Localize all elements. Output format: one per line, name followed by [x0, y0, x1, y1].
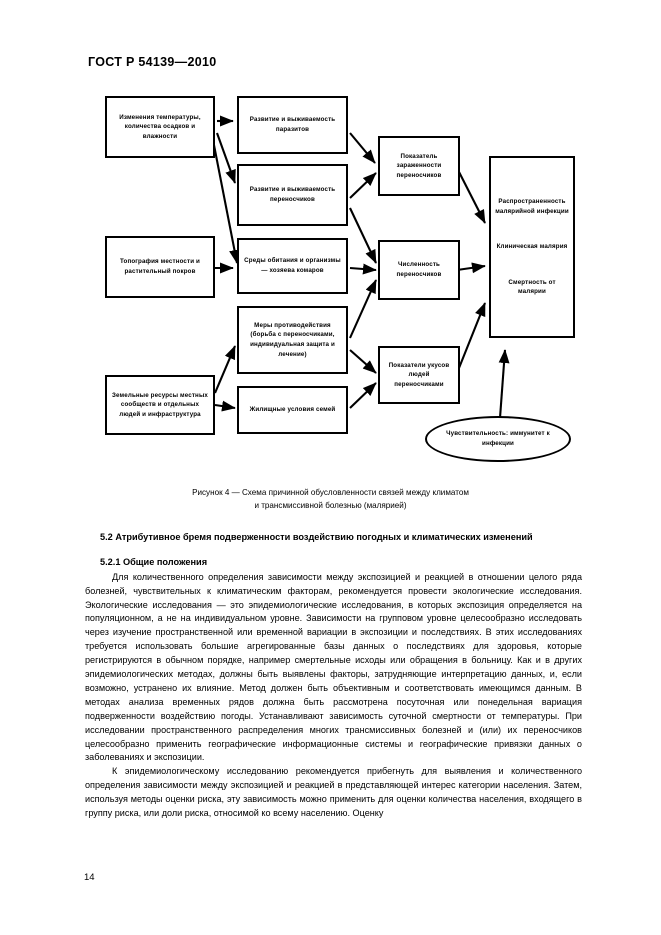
node-label-mortality: Смертность от малярии	[508, 278, 556, 296]
figure-4-diagram: Изменения температуры, количества осадко…	[85, 88, 585, 478]
node-label-prevalence: Распространенность малярийной инфекции	[495, 197, 569, 215]
node-label: Жилищные условия семей	[249, 406, 336, 414]
document-standard-header: ГОСТ Р 54139—2010	[88, 55, 217, 69]
node-label: Меры противодействия (борьба с переносчи…	[250, 321, 335, 358]
node-label: Развитие и выживаемость паразитов	[249, 116, 336, 133]
node-bite-rates: Показатели укусов людей переносчиками	[378, 346, 460, 404]
section-heading-5-2: 5.2 Атрибутивное бремя подверженности во…	[100, 532, 533, 542]
node-land-resources: Земельные ресурсы местных сообществ и от…	[105, 375, 215, 435]
node-vector-development: Развитие и выживаемость переносчиков	[237, 164, 348, 226]
figure-caption: Рисунок 4 — Схема причинной обусловленно…	[0, 487, 661, 512]
node-susceptibility: Чувствительность: иммунитет к инфекции	[425, 416, 571, 462]
node-malaria-outcomes: Распространенность малярийной инфекции К…	[489, 156, 575, 338]
node-vector-infection-rate: Показатель зараженности переносчиков	[378, 136, 460, 196]
paragraph-2: К эпидемиологическому исследованию реком…	[85, 766, 582, 819]
node-label: Изменения температуры, количества осадко…	[119, 113, 201, 140]
node-label: Показатель зараженности переносчиков	[396, 152, 442, 179]
node-housing-conditions: Жилищные условия семей	[237, 386, 348, 434]
node-label: Топография местности и растительный покр…	[120, 258, 200, 275]
node-mosquito-habitats: Среды обитания и организмы — хозяева ком…	[237, 238, 348, 294]
node-label: Земельные ресурсы местных сообществ и от…	[112, 391, 208, 418]
page-number: 14	[84, 872, 95, 883]
node-label: Чувствительность: иммунитет к инфекции	[446, 430, 550, 447]
figure-caption-line-1: Рисунок 4 — Схема причинной обусловленно…	[192, 488, 469, 497]
paragraph-1: Для количественного определения зависимо…	[85, 571, 582, 763]
node-label: Среды обитания и организмы — хозяева ком…	[244, 257, 341, 274]
section-heading-5-2-1: 5.2.1 Общие положения	[100, 557, 208, 568]
diagram-connectors	[211, 115, 510, 419]
node-parasite-development: Развитие и выживаемость паразитов	[237, 96, 348, 154]
node-label: Показатели укусов людей переносчиками	[388, 361, 450, 388]
figure-caption-line-2: и трансмиссивной болезнью (малярией)	[254, 500, 407, 510]
body-text: 5.2 Атрибутивное бремя подверженности во…	[85, 531, 582, 821]
node-label-clinical: Клиническая малярия	[496, 243, 568, 251]
node-climate-changes: Изменения температуры, количества осадко…	[105, 96, 215, 158]
node-label: Численность переносчиков	[396, 261, 442, 278]
node-vector-count: Численность переносчиков	[378, 240, 460, 300]
node-label: Развитие и выживаемость переносчиков	[249, 186, 336, 203]
node-topography: Топография местности и растительный покр…	[105, 236, 215, 298]
node-countermeasures: Меры противодействия (борьба с переносчи…	[237, 306, 348, 374]
